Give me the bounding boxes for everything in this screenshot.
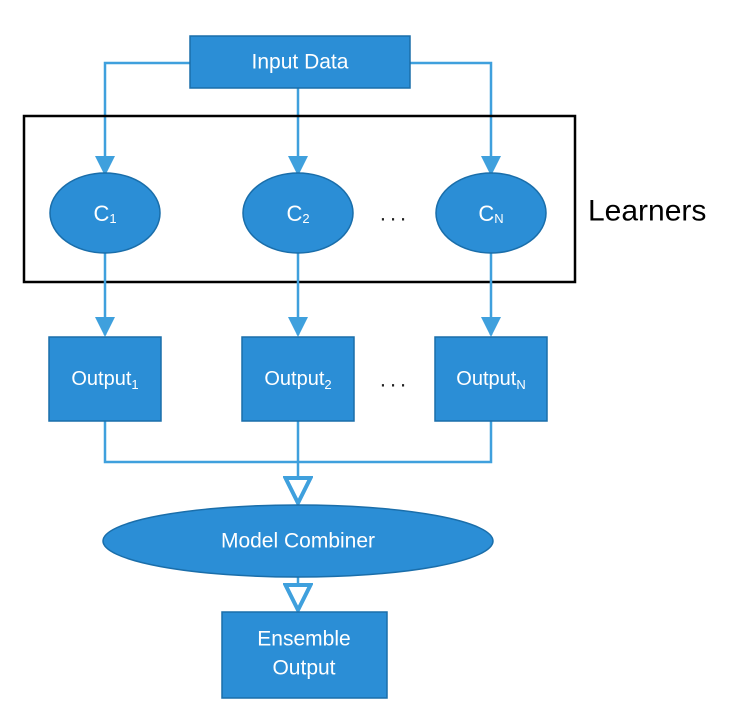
connector-input-to-c1 <box>95 61 190 176</box>
svg-text:Output1: Output1 <box>71 368 138 392</box>
output-n-subscript: N <box>516 377 525 392</box>
learner-c1-base: C <box>93 201 109 226</box>
ensemble-output-line2: Output <box>272 657 335 680</box>
learner-node-c1: C1 <box>49 172 161 254</box>
input-data-label: Input Data <box>252 51 349 74</box>
output-n-base: Output <box>456 368 516 390</box>
learners-ellipsis: ... <box>380 201 410 226</box>
output-1-base: Output <box>71 368 131 390</box>
learners-group-frame <box>22 114 577 284</box>
connector-output1-merge <box>103 421 298 464</box>
model-combiner-label: Model Combiner <box>221 530 375 553</box>
output-node-2: Output2 <box>241 336 355 422</box>
output-combiner-connectors <box>103 421 493 610</box>
output-node-1: Output1 <box>48 336 162 422</box>
input-data-node: Input Data <box>189 35 411 89</box>
learner-node-c2: C2 <box>242 172 354 254</box>
connector-outputn-merge <box>298 421 493 464</box>
output-2-subscript: 2 <box>324 377 331 392</box>
svg-text:C2: C2 <box>286 201 309 226</box>
learner-node-cn: CN <box>435 172 547 254</box>
svg-text:CN: CN <box>478 201 503 226</box>
learner-output-connectors <box>95 252 501 337</box>
learner-c1-subscript: 1 <box>109 211 116 226</box>
output-1-subscript: 1 <box>131 377 138 392</box>
outputs-ellipsis: ... <box>380 367 410 392</box>
output-node-n: OutputN <box>434 336 548 422</box>
ensemble-output-node: Ensemble Output <box>221 611 388 699</box>
input-connectors <box>95 61 501 176</box>
learner-c2-subscript: 2 <box>302 211 309 226</box>
learner-c2-base: C <box>286 201 302 226</box>
svg-text:C1: C1 <box>93 201 116 226</box>
learner-cn-base: C <box>478 201 494 226</box>
svg-text:OutputN: OutputN <box>456 368 525 392</box>
learner-cn-subscript: N <box>494 211 503 226</box>
svg-text:Output2: Output2 <box>264 368 331 392</box>
connector-input-to-cn <box>410 61 501 176</box>
ensemble-output-line1: Ensemble <box>257 628 350 651</box>
model-combiner-node: Model Combiner <box>102 504 494 578</box>
learners-group-label: Learners <box>588 195 706 228</box>
output-2-base: Output <box>264 368 324 390</box>
